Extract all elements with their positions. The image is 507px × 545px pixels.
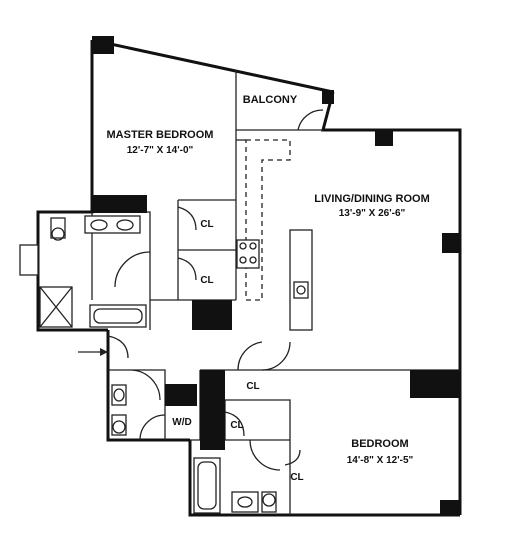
hall-bath-fixtures [111, 384, 127, 436]
entry-arrow-icon [78, 348, 108, 356]
balcony-label: BALCONY [243, 94, 298, 106]
kitchen-sink [293, 281, 309, 299]
cooktop [236, 239, 260, 269]
washer-dryer-label: W/D [172, 417, 191, 428]
closet-label-bedroom: CL [290, 472, 303, 483]
closet-label-master-upper: CL [200, 219, 213, 230]
bedroom-dims: 14'-8" X 12'-5" [347, 455, 414, 466]
interior-walls [91, 70, 460, 515]
master-bedroom-dims: 12'-7" X 14'-0" [127, 145, 194, 156]
structural-columns [92, 36, 460, 515]
closet-label-master-lower: CL [200, 275, 213, 286]
kitchen-island [289, 229, 313, 331]
bedroom-toilet [261, 491, 277, 513]
living-dining-label: LIVING/DINING ROOM [314, 193, 430, 205]
master-bath-fixtures [19, 215, 147, 328]
window-bay [19, 244, 39, 276]
bedroom-bath-fixtures [193, 457, 277, 514]
living-dining-dims: 13'-9" X 26'-6" [339, 208, 406, 219]
closet-label-hall-upper: CL [246, 381, 259, 392]
door-swings [107, 109, 324, 471]
kitchen [236, 139, 313, 331]
master-bedroom-label: MASTER BEDROOM [107, 129, 214, 141]
bedroom-sink [231, 491, 259, 513]
bathtub [89, 304, 147, 328]
closet-label-hall-lower: CL [230, 420, 243, 431]
double-vanity [84, 215, 141, 234]
bedroom-label: BEDROOM [351, 438, 408, 450]
hall-toilet [111, 414, 127, 436]
